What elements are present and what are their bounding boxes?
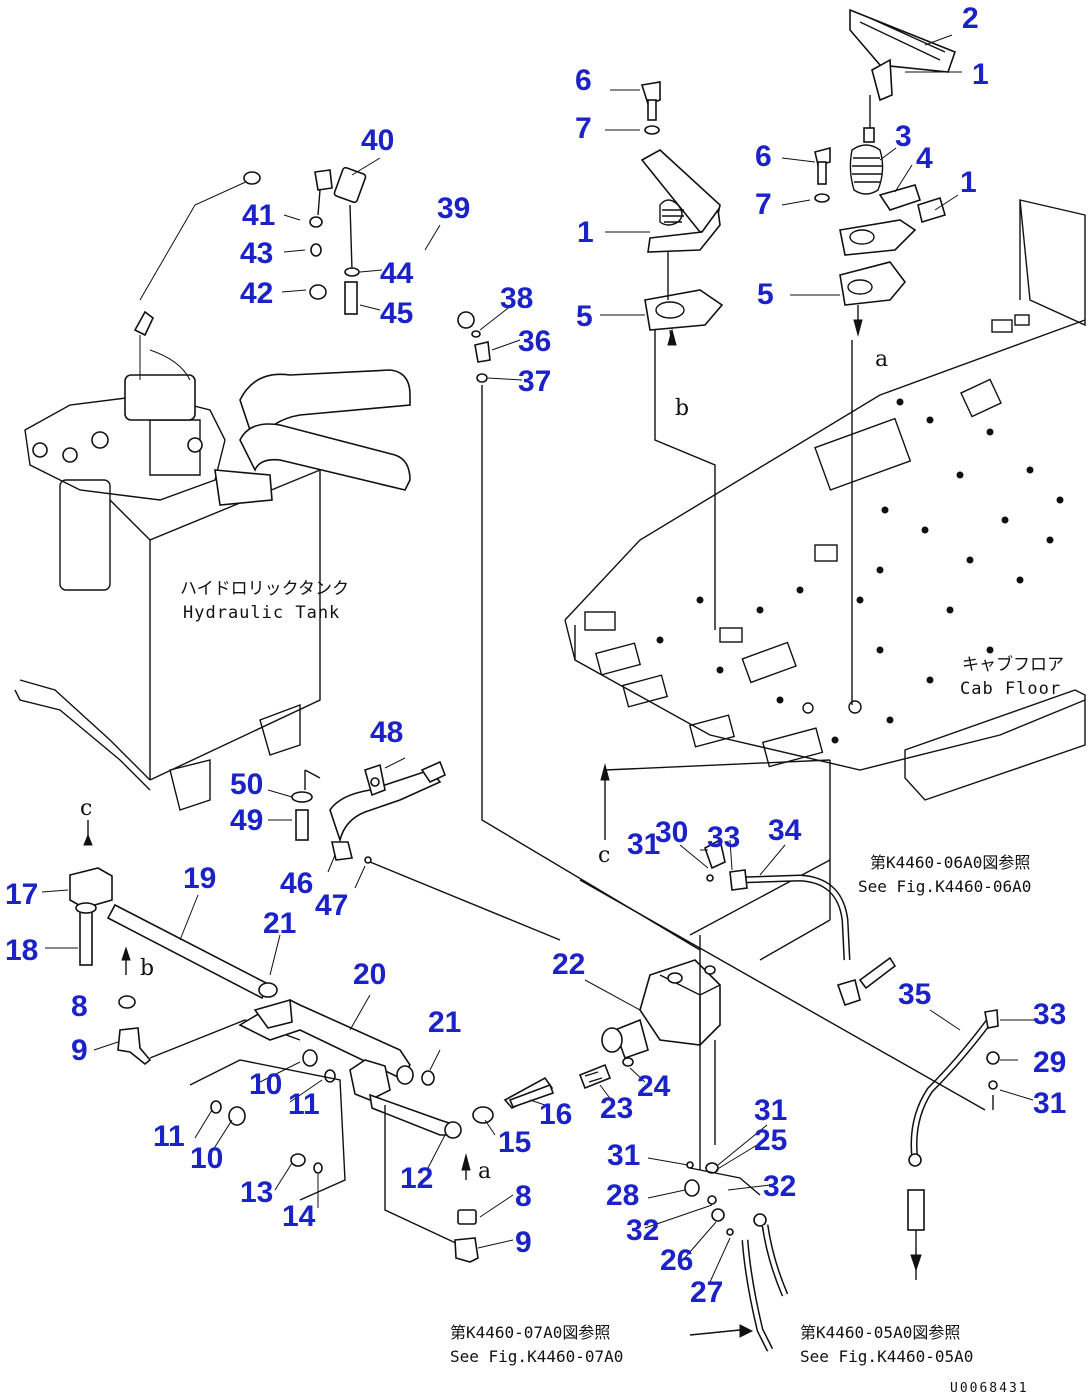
- hydraulic-tank-label-jp: ハイドロリックタンク: [180, 579, 349, 599]
- callout-48: 48: [370, 716, 403, 749]
- callout-24: 24: [637, 1070, 671, 1103]
- callout-36: 36: [518, 325, 551, 358]
- letter-c: c: [80, 796, 92, 821]
- callout-31: 31: [754, 1094, 787, 1127]
- callout-33: 33: [1033, 998, 1066, 1031]
- callout-20: 20: [353, 958, 386, 991]
- callout-41: 41: [242, 199, 275, 232]
- callout-13: 13: [240, 1176, 273, 1209]
- letter-a: a: [875, 347, 888, 372]
- pedal-assembly-left: [640, 81, 724, 630]
- callout-31: 31: [607, 1139, 640, 1172]
- callout-47: 47: [315, 889, 348, 922]
- callout-15: 15: [498, 1126, 531, 1159]
- pedal-assembly-right: [814, 8, 957, 705]
- cab-floor-label-jp: キャブフロア: [962, 654, 1064, 675]
- callout-22: 22: [552, 948, 585, 981]
- callout-1: 1: [577, 216, 594, 249]
- callout-35: 35: [898, 978, 931, 1011]
- see-fig-06a0-en: See Fig.K4460-06A0: [858, 877, 1031, 896]
- callout-12: 12: [400, 1162, 433, 1195]
- callout-5: 5: [576, 300, 593, 333]
- hose-35-assembly: [579, 879, 1000, 1280]
- page-id: U0068431: [950, 1381, 1029, 1396]
- callout-16: 16: [539, 1098, 572, 1131]
- callout-3: 3: [895, 120, 912, 153]
- callout-6: 6: [755, 140, 772, 173]
- letter-c: c: [598, 843, 610, 868]
- cab-floor-drawing: [564, 199, 1086, 801]
- callout-6: 6: [575, 64, 592, 97]
- lower-left-parts: [69, 820, 554, 1263]
- callout-33: 33: [707, 821, 740, 854]
- callout-7: 7: [575, 112, 592, 145]
- callout-10: 10: [249, 1068, 282, 1101]
- callout-43: 43: [240, 237, 273, 270]
- callout-7: 7: [755, 188, 772, 221]
- callout-32: 32: [763, 1170, 796, 1203]
- see-fig-07a0-en: See Fig.K4460-07A0: [450, 1347, 623, 1366]
- callout-28: 28: [606, 1179, 639, 1212]
- letter-b: b: [675, 396, 689, 421]
- letter-a: a: [478, 1159, 491, 1184]
- cab-floor-label-en: Cab Floor: [960, 679, 1061, 699]
- callout-26: 26: [660, 1244, 693, 1277]
- callout-49: 49: [230, 804, 263, 837]
- callout-8: 8: [71, 990, 88, 1023]
- leader-lines: [41, 34, 1035, 1283]
- callout-11: 11: [288, 1088, 320, 1121]
- callout-31: 31: [627, 828, 660, 861]
- letter-b: b: [140, 956, 154, 981]
- callout-9: 9: [515, 1226, 532, 1259]
- hydraulic-tank-label-en: Hydraulic Tank: [183, 603, 340, 623]
- callout-21: 21: [263, 907, 296, 940]
- callout-17: 17: [5, 878, 38, 911]
- callout-38: 38: [500, 282, 533, 315]
- callout-23: 23: [600, 1092, 633, 1125]
- callout-25: 25: [754, 1124, 787, 1157]
- see-fig-05a0-jp: 第K4460-05A0図参照: [800, 1323, 960, 1342]
- callout-30: 30: [655, 816, 688, 849]
- callout-31: 31: [1033, 1087, 1066, 1120]
- callout-10: 10: [190, 1142, 223, 1175]
- guide-arrows: [600, 759, 831, 1338]
- callout-11: 11: [153, 1120, 185, 1153]
- hydraulic-tank-drawing: [14, 179, 411, 811]
- callout-27: 27: [690, 1276, 723, 1309]
- callout-1: 1: [960, 166, 977, 199]
- callout-2: 2: [962, 2, 979, 35]
- callout-14: 14: [282, 1200, 316, 1233]
- callout-29: 29: [1033, 1046, 1066, 1079]
- bracket-48-assembly: [291, 760, 561, 941]
- valve-22-assembly: [508, 859, 831, 1170]
- callout-46: 46: [280, 867, 313, 900]
- callout-37: 37: [518, 365, 551, 398]
- callout-19: 19: [183, 862, 216, 895]
- callout-50: 50: [230, 768, 263, 801]
- callout-44: 44: [380, 257, 414, 290]
- callout-45: 45: [380, 297, 413, 330]
- callout-40: 40: [361, 124, 394, 157]
- hose-34-assembly: [704, 760, 897, 1007]
- callout-18: 18: [5, 934, 38, 967]
- callout-39: 39: [437, 192, 470, 225]
- callout-9: 9: [71, 1034, 88, 1067]
- hose-39-assembly: [243, 161, 701, 951]
- callout-34: 34: [768, 814, 802, 847]
- see-fig-06a0-jp: 第K4460-06A0図参照: [870, 853, 1030, 872]
- callout-21: 21: [428, 1006, 461, 1039]
- see-fig-07a0-jp: 第K4460-07A0図参照: [450, 1323, 610, 1342]
- callout-42: 42: [240, 277, 273, 310]
- callout-32: 32: [626, 1214, 659, 1247]
- callout-numbers: 2 1 6 7 3 4 6 7 1 1 5 5 40 39 41 43 44 4…: [5, 2, 1066, 1309]
- callout-1: 1: [972, 58, 989, 91]
- see-fig-05a0-en: See Fig.K4460-05A0: [800, 1347, 973, 1366]
- callout-8: 8: [515, 1180, 532, 1213]
- callout-4: 4: [916, 142, 933, 175]
- callout-5: 5: [757, 278, 774, 311]
- text-labels: ハイドロリックタンク Hydraulic Tank キャブフロア Cab Flo…: [80, 347, 1064, 1396]
